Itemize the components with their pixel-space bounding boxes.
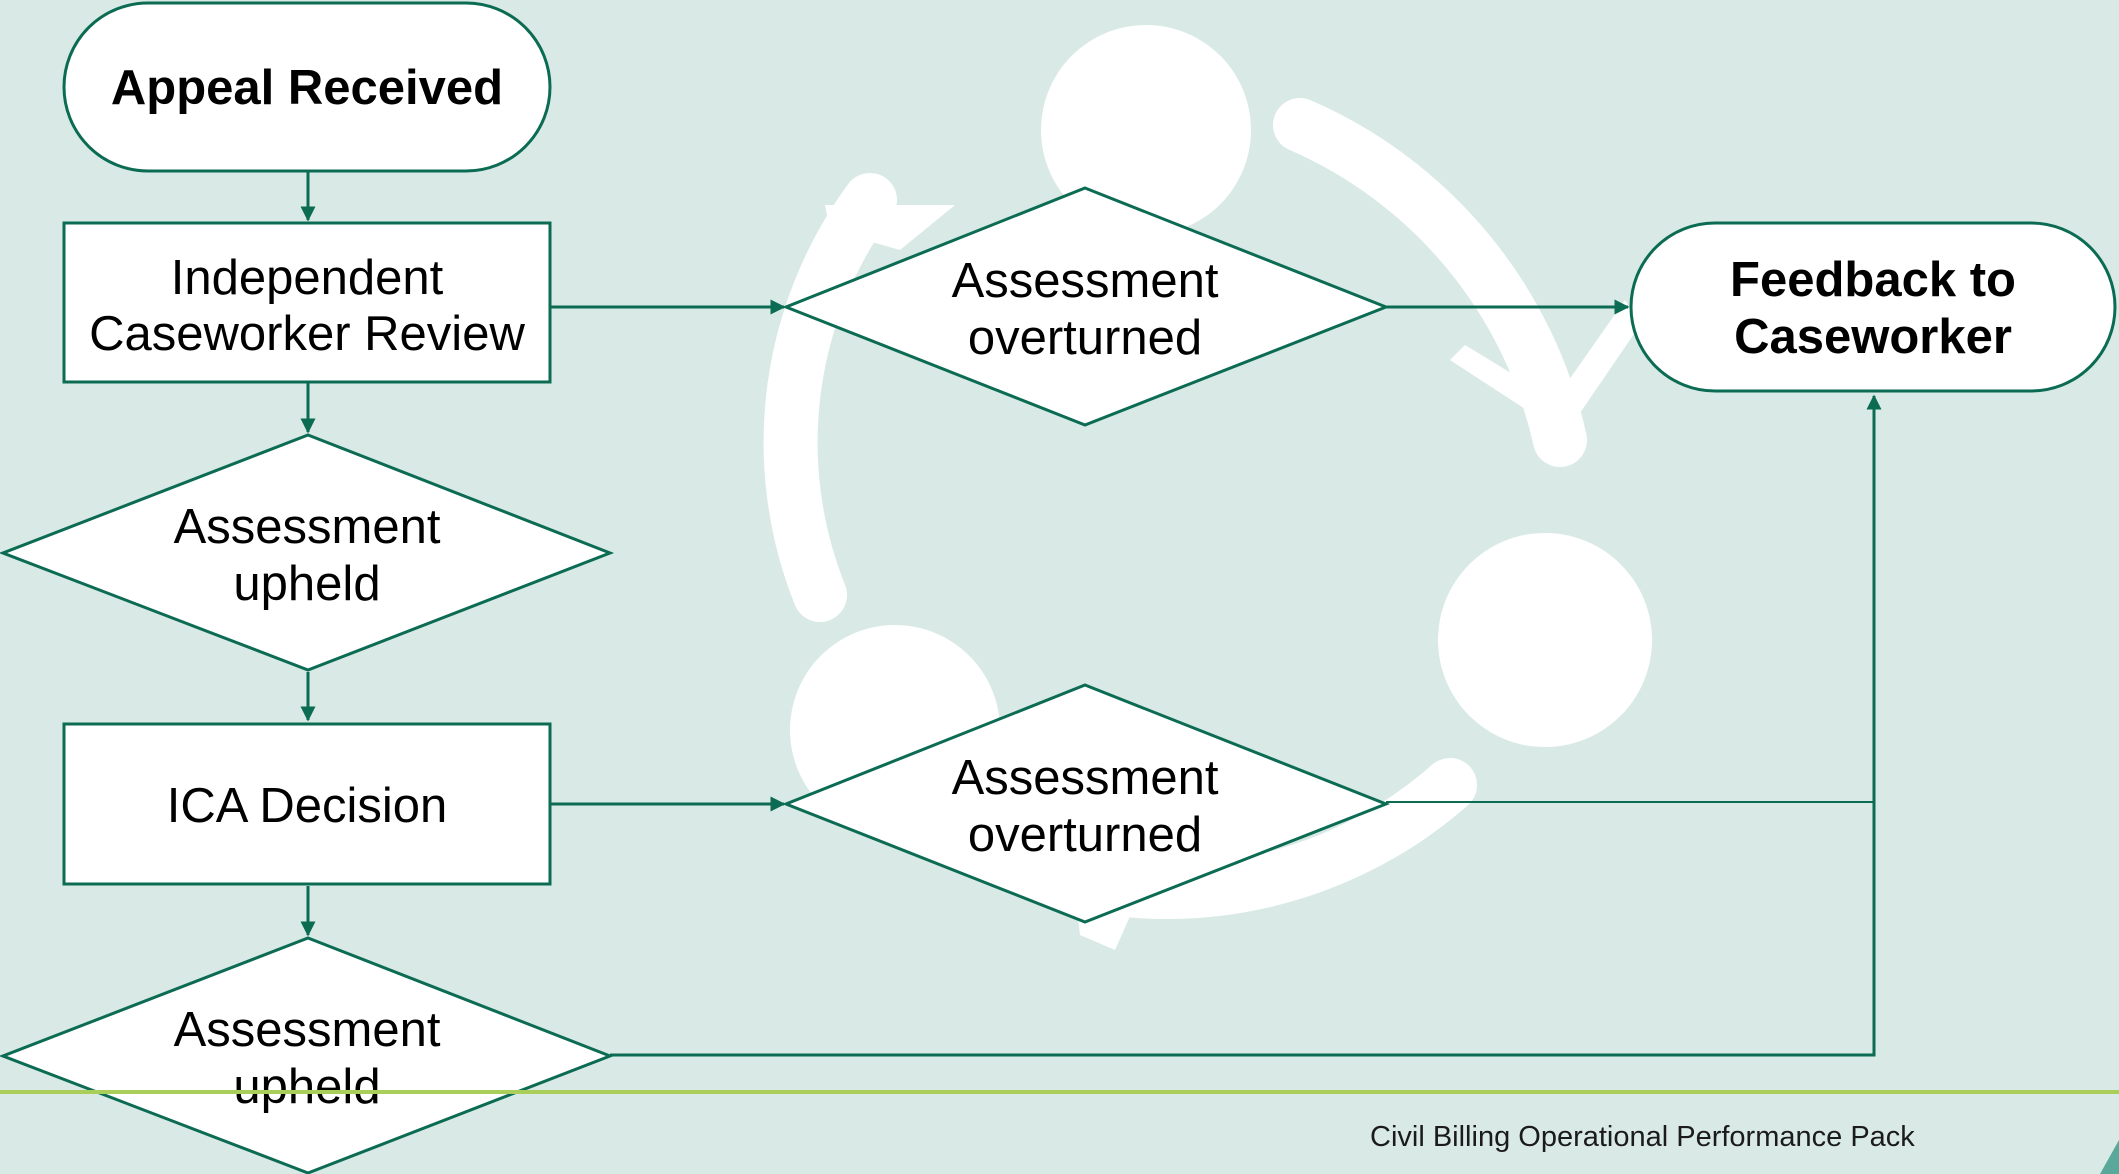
connector-upheld2-to-feedback (610, 394, 1882, 1057)
node-review-label-line1: Independent (171, 251, 444, 305)
node-feedback-label-line2: Caseworker (1734, 310, 2012, 364)
node-assessment-overturned-1: Assessment overturned (781, 186, 1391, 427)
node-assessment-upheld-2: Assessment upheld (0, 936, 615, 1174)
node-overturned-1-label-line1: Assessment (952, 254, 1219, 308)
node-upheld-1-label-line2: upheld (233, 557, 380, 611)
node-appeal-received: Appeal Received (62, 1, 552, 173)
connectors (300, 172, 1882, 1057)
node-review-label-line2: Caseworker Review (89, 307, 525, 361)
footer-divider (0, 1090, 2119, 1094)
node-appeal-received-label: Appeal Received (111, 61, 503, 115)
node-upheld-2-label-line1: Assessment (174, 1003, 441, 1057)
node-upheld-1-label-line1: Assessment (174, 500, 441, 554)
node-assessment-overturned-2: Assessment overturned (781, 683, 1391, 924)
node-assessment-upheld-1: Assessment upheld (0, 433, 615, 672)
node-feedback-label-line1: Feedback to (1730, 253, 2016, 307)
node-overturned-1-label-line2: overturned (968, 311, 1202, 365)
corner-accent-shape (2100, 1140, 2119, 1174)
node-ica-decision-label: ICA Decision (167, 779, 448, 833)
node-ica-decision: ICA Decision (62, 722, 552, 886)
node-upheld-2-label-line2: upheld (233, 1060, 380, 1114)
node-overturned-2-label-line2: overturned (968, 808, 1202, 862)
node-independent-caseworker-review: Independent Caseworker Review (62, 221, 552, 384)
node-feedback-to-caseworker: Feedback to Caseworker (1629, 221, 2117, 393)
footer-title: Civil Billing Operational Performance Pa… (1370, 1121, 1915, 1153)
node-overturned-2-label-line1: Assessment (952, 751, 1219, 805)
